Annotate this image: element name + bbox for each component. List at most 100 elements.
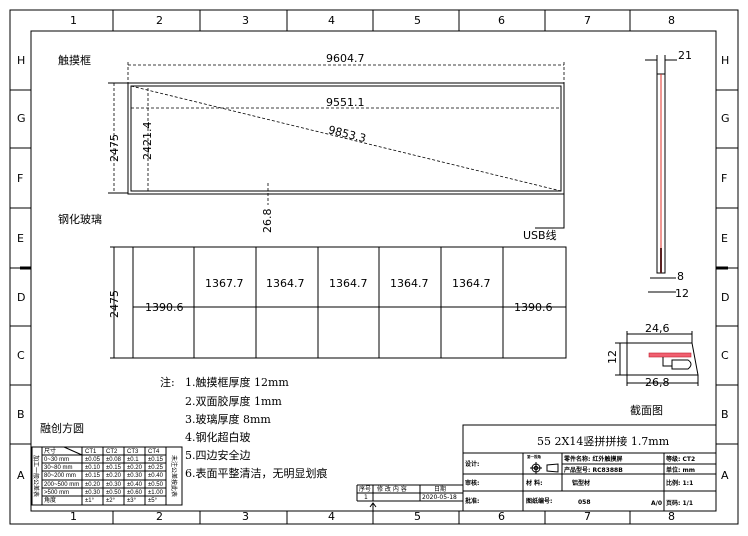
tolerance-header: CT3	[127, 449, 139, 455]
col-label: 4	[328, 510, 335, 523]
title-block: 55 2X14竖拼拼接 1.7mm 设计: 审核: 批准: 第一视角 零件名称:…	[462, 424, 717, 512]
section-view: 24,6 26,8 12 截面图	[606, 322, 699, 417]
tolerance-cell: ±5°	[148, 498, 158, 504]
side-dim-b: 12	[675, 287, 689, 300]
revision-cell: 1	[364, 494, 368, 501]
unit: 单位: mm	[666, 466, 695, 474]
tolerance-side-label: 加工一般公差表	[32, 455, 40, 497]
page-number: 页码: 1/1	[666, 499, 693, 507]
sheet-size: A/0	[651, 500, 662, 507]
col-label: 4	[328, 14, 335, 27]
glass-view: 钢化玻璃 2475 1390.6 1367.7 1364.7 1364.7 13…	[58, 212, 567, 359]
row-label: G	[721, 112, 730, 125]
tolerance-cell: 30~80 mm	[44, 465, 73, 471]
glass-cell-dim: 1390.6	[145, 301, 184, 314]
tolerance-header: CT4	[148, 449, 160, 455]
notes: 注: 1.触摸框厚度 12mm 2.双面胶厚度 1mm 3.玻璃厚度 8mm 4…	[160, 375, 328, 480]
tolerance-cell: ±0.08	[106, 457, 122, 463]
section-top-width: 24,6	[645, 322, 670, 335]
col-label: 5	[414, 14, 421, 27]
tolerance-cell: ±0.40	[127, 482, 143, 488]
row-label: F	[17, 172, 23, 185]
glass-cell-dim: 1364.7	[266, 277, 305, 290]
col-label: 6	[498, 14, 505, 27]
drawing-no: 058	[578, 499, 591, 506]
section-height: 12	[606, 350, 619, 364]
tolerance-cell: ±2°	[106, 498, 116, 504]
col-label: 7	[584, 510, 591, 523]
tolerance-cell: ±0.30	[127, 473, 143, 479]
side-dim-a: 8	[677, 270, 684, 283]
tolerance-cell: ±0.30	[85, 490, 101, 496]
tolerance-cell: 200~500 mm	[44, 482, 79, 488]
scale: 比例: 1:1	[666, 479, 693, 487]
notes-prefix: 注:	[160, 375, 175, 389]
col-label: 8	[668, 510, 675, 523]
row-label: D	[721, 291, 729, 304]
row-label: C	[721, 349, 729, 362]
note-item: 5.四边安全边	[185, 448, 251, 462]
col-label: 3	[242, 14, 249, 27]
tolerance-cell: >500 mm	[44, 490, 69, 496]
tolerance-cell: ±0.10	[85, 465, 101, 471]
col-label: 3	[242, 510, 249, 523]
side-view: 21 8 12	[645, 49, 692, 300]
col-label: 1	[70, 510, 77, 523]
col-label: 7	[584, 14, 591, 27]
row-label: B	[721, 408, 729, 421]
tolerance-cell: ±0.15	[106, 465, 122, 471]
glass-cell-dim: 1364.7	[390, 277, 429, 290]
material-value: 铝型材	[572, 479, 590, 487]
row-label: E	[721, 232, 728, 245]
row-label: D	[17, 291, 25, 304]
drawing-no-label: 图纸编号:	[526, 497, 552, 505]
product-model: 产品型号: RC8388B	[564, 466, 623, 474]
tolerance-cell: ±0.20	[127, 465, 143, 471]
tolerance-cell: ±0.60	[127, 490, 143, 496]
brand-logo: 融创方圆	[40, 421, 84, 435]
note-item: 4.钢化超白玻	[185, 430, 251, 444]
frame-inner-height-dim: 2421.4	[141, 122, 154, 161]
tolerance-cell: ±0.1	[127, 457, 139, 463]
row-label: A	[17, 469, 25, 482]
tolerance-cell: ±3°	[127, 498, 137, 504]
revision-cell: 2020-05-18	[422, 494, 457, 501]
row-label: G	[17, 112, 26, 125]
projection-label: 第一视角	[527, 454, 541, 459]
tolerance-cell: 0~30 mm	[44, 457, 69, 463]
col-label: 6	[498, 510, 505, 523]
frame-inner-width-dim: 9551.1	[326, 96, 365, 109]
col-label: 8	[668, 14, 675, 27]
glass-cell-dim: 1390.6	[514, 301, 553, 314]
tolerance-cell: ±0.05	[85, 457, 101, 463]
glass-height-dim: 2475	[108, 290, 121, 318]
tolerance-cell: ±1°	[85, 498, 95, 504]
tolerance-cell: ±1.00	[148, 490, 164, 496]
note-item: 1.触摸框厚度 12mm	[185, 375, 289, 389]
note-item: 6.表面平整清洁，无明显划痕	[185, 466, 328, 480]
section-title: 截面图	[630, 403, 663, 417]
usb-label: USB线	[523, 228, 557, 242]
side-thickness-dim: 21	[678, 49, 692, 62]
tolerance-cell: ±0.20	[106, 473, 122, 479]
col-label: 2	[156, 510, 163, 523]
revision-header: 日期	[434, 485, 446, 493]
approve-label: 批准:	[465, 497, 479, 505]
note-item: 2.双面胶厚度 1mm	[185, 394, 282, 408]
tolerance-note: 未注公差按此表	[170, 455, 178, 497]
grid-ticks	[10, 10, 738, 524]
col-label: 2	[156, 14, 163, 27]
tolerance-cell: ±0.50	[106, 490, 122, 496]
glass-cell-dim: 1364.7	[329, 277, 368, 290]
frame-border-dim: 26.8	[261, 209, 274, 234]
row-label: H	[17, 54, 25, 67]
outer-border	[9, 9, 739, 525]
tolerance-cell: 角度	[44, 496, 56, 504]
review-label: 审核:	[465, 479, 479, 487]
part-name: 零件名称: 红外触摸屏	[563, 455, 623, 463]
row-label: F	[721, 172, 727, 185]
col-label: 1	[70, 14, 77, 27]
